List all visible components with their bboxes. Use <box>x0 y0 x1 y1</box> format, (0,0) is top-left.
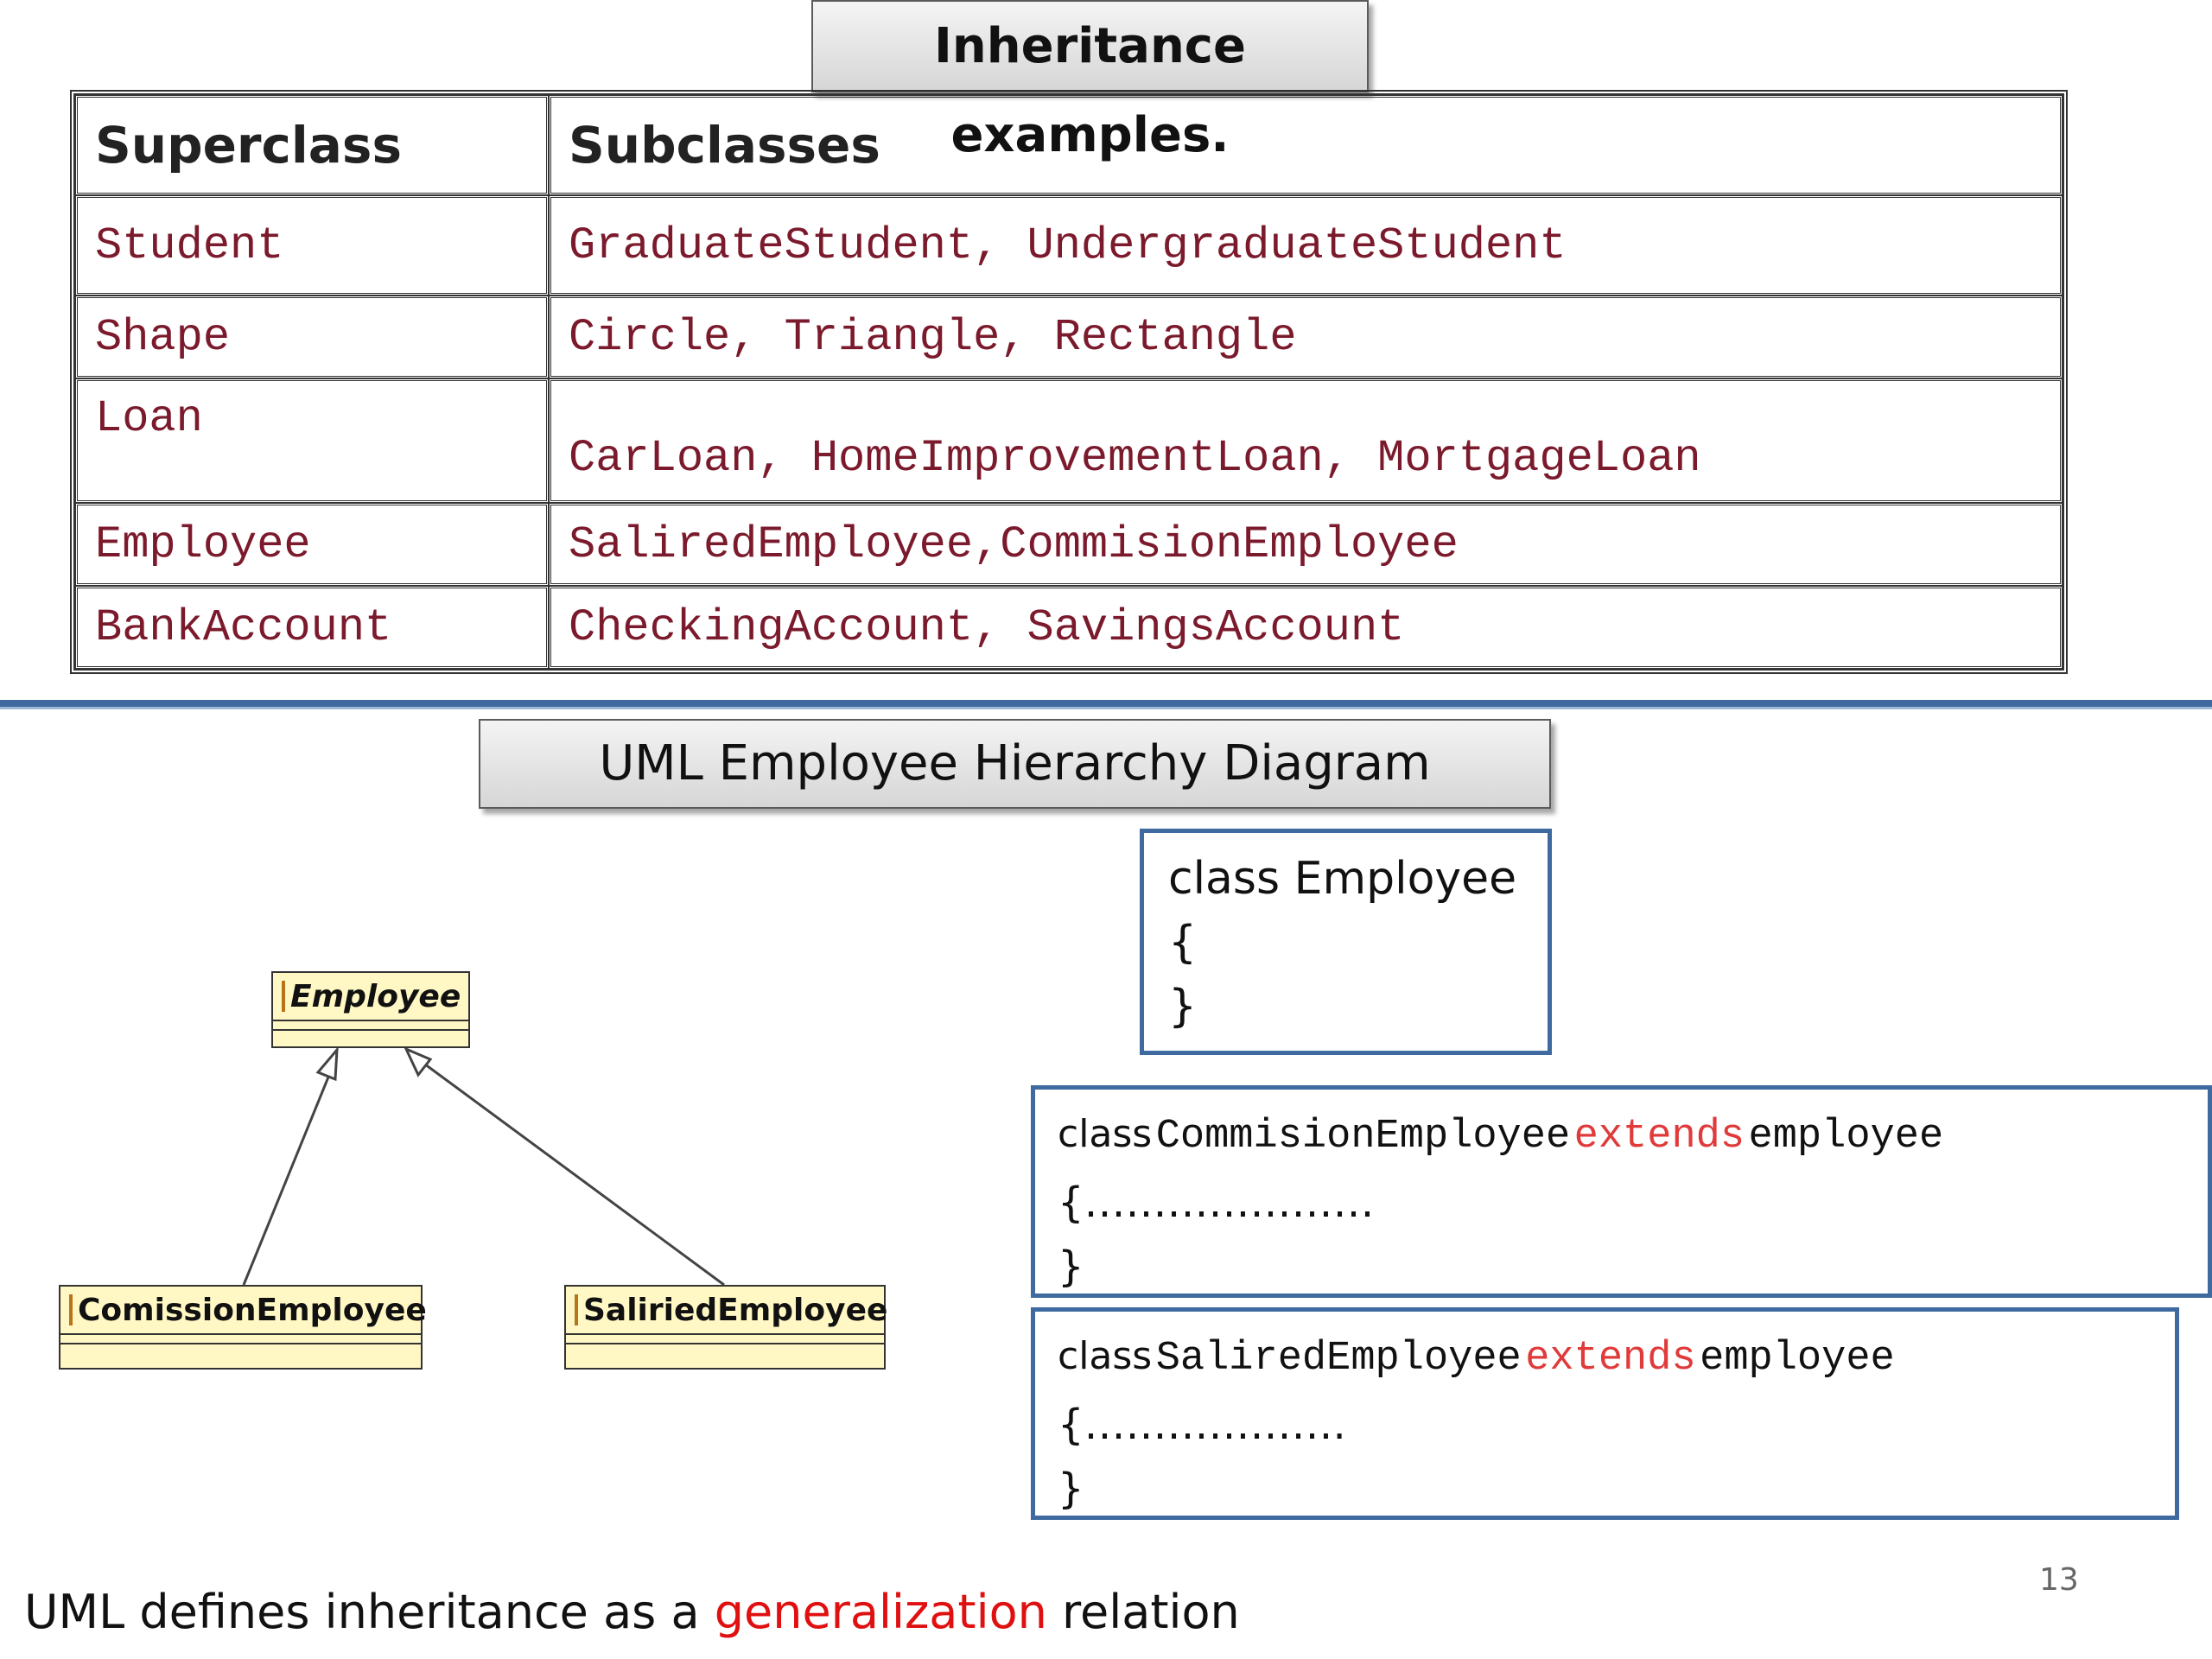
code-line: } <box>1058 1243 1084 1291</box>
superclass-cell: Student <box>75 195 549 296</box>
uml-class-employee[interactable]: Employee <box>271 971 470 1048</box>
footer-text: relation <box>1046 1585 1240 1639</box>
class-icon <box>575 1294 578 1325</box>
generalization-line <box>410 1052 725 1287</box>
code-keyword: class <box>1058 1334 1153 1378</box>
code-extends-keyword: extends <box>1525 1336 1696 1382</box>
code-box-employee: class Employee { } <box>1140 829 1552 1055</box>
code-parent-name: employee <box>1748 1114 1944 1160</box>
superclass-cell: BankAccount <box>75 586 549 669</box>
code-box-salired-employee: class SaliredEmployee extends employee {… <box>1031 1307 2179 1520</box>
code-line: class Employee <box>1168 853 1517 905</box>
code-line: {………………… <box>1058 1179 1375 1227</box>
section-divider <box>0 700 2212 709</box>
subclasses-cell: CheckingAccount, SavingsAccount <box>549 586 2063 669</box>
code-line: { <box>1168 917 1198 969</box>
class-icon <box>69 1294 73 1325</box>
code-class-name: SaliredEmployee <box>1155 1336 1522 1382</box>
uml-class-comission-employee[interactable]: ComissionEmployee <box>59 1285 427 1370</box>
header-subclasses: Subclasses <box>549 95 2063 195</box>
code-box-commision-employee: class CommisionEmployee extends employee… <box>1031 1085 2212 1298</box>
header-superclass: Superclass <box>75 95 549 195</box>
uml-class-name: SaliriedEmployee <box>583 1292 888 1328</box>
table-header-row: Superclass Subclasses <box>75 95 2063 195</box>
table-row: Shape Circle, Triangle, Rectangle <box>75 296 2063 378</box>
superclass-cell: Shape <box>75 296 549 378</box>
uml-class-salaried-employee[interactable]: SaliriedEmployee <box>564 1285 888 1370</box>
class-icon <box>282 981 285 1012</box>
footer-highlight: generalization <box>714 1585 1047 1639</box>
generalization-line <box>242 1055 339 1286</box>
slide-title: Inheritance examples. <box>811 0 1369 163</box>
code-keyword: class <box>1058 1112 1153 1156</box>
code-line: } <box>1168 981 1198 1033</box>
subclasses-cell: Circle, Triangle, Rectangle <box>549 296 2063 378</box>
code-class-name: CommisionEmployee <box>1155 1114 1571 1160</box>
uml-class-name: ComissionEmployee <box>78 1292 427 1328</box>
table-row: Student GraduateStudent, UndergraduateSt… <box>75 195 2063 296</box>
code-line: class CommisionEmployee extends employee <box>1058 1107 2208 1171</box>
code-line: class SaliredEmployee extends employee <box>1058 1329 2175 1393</box>
code-line: } <box>1058 1465 1084 1513</box>
subclasses-cell: CarLoan, HomeImprovementLoan, MortgageLo… <box>549 378 2063 503</box>
inheritance-table: Superclass Subclasses Student GraduateSt… <box>70 90 2068 674</box>
code-parent-name: employee <box>1700 1336 1895 1382</box>
superclass-cell: Employee <box>75 503 549 586</box>
diagram-title: UML Employee Hierarchy Diagram <box>479 719 1551 809</box>
table-row: BankAccount CheckingAccount, SavingsAcco… <box>75 586 2063 669</box>
footer-caption: UML defines inheritance as a generalizat… <box>24 1585 1240 1639</box>
table-row: Employee SaliredEmployee,CommisionEmploy… <box>75 503 2063 586</box>
hollow-arrowhead <box>315 1046 339 1082</box>
subclasses-cell: SaliredEmployee,CommisionEmployee <box>549 503 2063 586</box>
code-line: {………………. <box>1058 1401 1346 1449</box>
table-row: Loan CarLoan, HomeImprovementLoan, Mortg… <box>75 378 2063 503</box>
footer-text: UML defines inheritance as a <box>24 1585 715 1639</box>
code-extends-keyword: extends <box>1573 1114 1745 1160</box>
uml-class-name: Employee <box>290 978 461 1014</box>
hollow-arrowhead <box>403 1046 433 1077</box>
subclasses-cell: GraduateStudent, UndergraduateStudent <box>549 195 2063 296</box>
page-number: 13 <box>2039 1562 2079 1598</box>
superclass-cell: Loan <box>75 378 549 503</box>
